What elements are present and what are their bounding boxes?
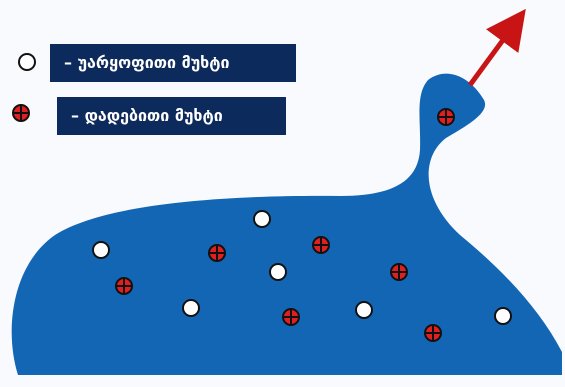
- legend-negative-label: – უარყოფითი მუხტი: [50, 44, 296, 82]
- negative-charge: [356, 302, 372, 318]
- positive-charge: [391, 264, 407, 280]
- negative-charge: [254, 211, 270, 227]
- negative-charge: [495, 308, 511, 324]
- negative-charge: [93, 242, 109, 258]
- field-arrow: [470, 25, 514, 85]
- positive-charge: [116, 278, 132, 294]
- positive-charge: [209, 245, 225, 261]
- positive-charge: [438, 109, 454, 125]
- negative-charge: [270, 264, 286, 280]
- positive-charge: [283, 309, 299, 325]
- positive-charge: [425, 325, 441, 341]
- legend-positive-symbol: [13, 105, 29, 121]
- positive-charge: [313, 237, 329, 253]
- legend-positive-label: – დადებითი მუხტი: [57, 97, 286, 135]
- negative-charge: [183, 300, 199, 316]
- legend-negative-symbol: [19, 54, 35, 70]
